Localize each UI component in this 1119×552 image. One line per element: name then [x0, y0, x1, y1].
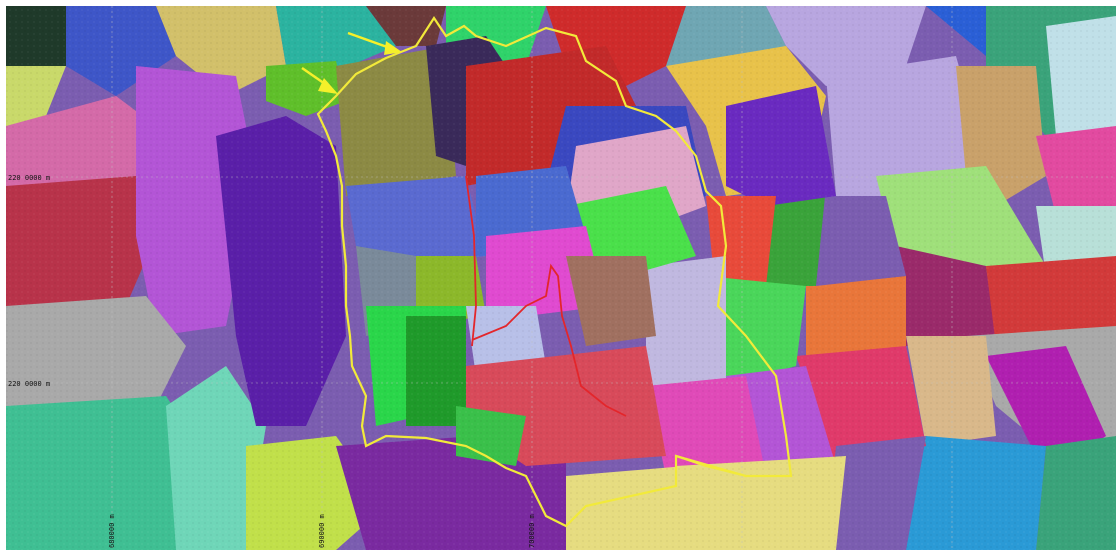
arrow-markers [301, 31, 402, 94]
sub-basin-mosaic [6, 6, 1116, 550]
stream-lines [465, 175, 627, 417]
stream-line [471, 263, 627, 417]
stream-line [465, 175, 477, 347]
coord-label-bottom-1: 680000 m [108, 514, 116, 548]
basin-boundary [316, 15, 793, 528]
watershed-map[interactable]: 220 0000 m 220 0000 m 680000 m 690000 m … [6, 6, 1116, 550]
coord-label-left-upper: 220 0000 m [8, 174, 50, 182]
coord-label-bottom-3: 700000 m [528, 514, 536, 548]
basin-boundary-inner [675, 455, 747, 477]
arrow-icon [301, 66, 338, 94]
coord-label-bottom-2: 690000 m [318, 514, 326, 548]
arrow-icon [347, 31, 402, 55]
coord-label-left-lower: 220 0000 m [8, 380, 50, 388]
grid-lines [6, 6, 1116, 550]
terrain-texture [6, 6, 1116, 550]
